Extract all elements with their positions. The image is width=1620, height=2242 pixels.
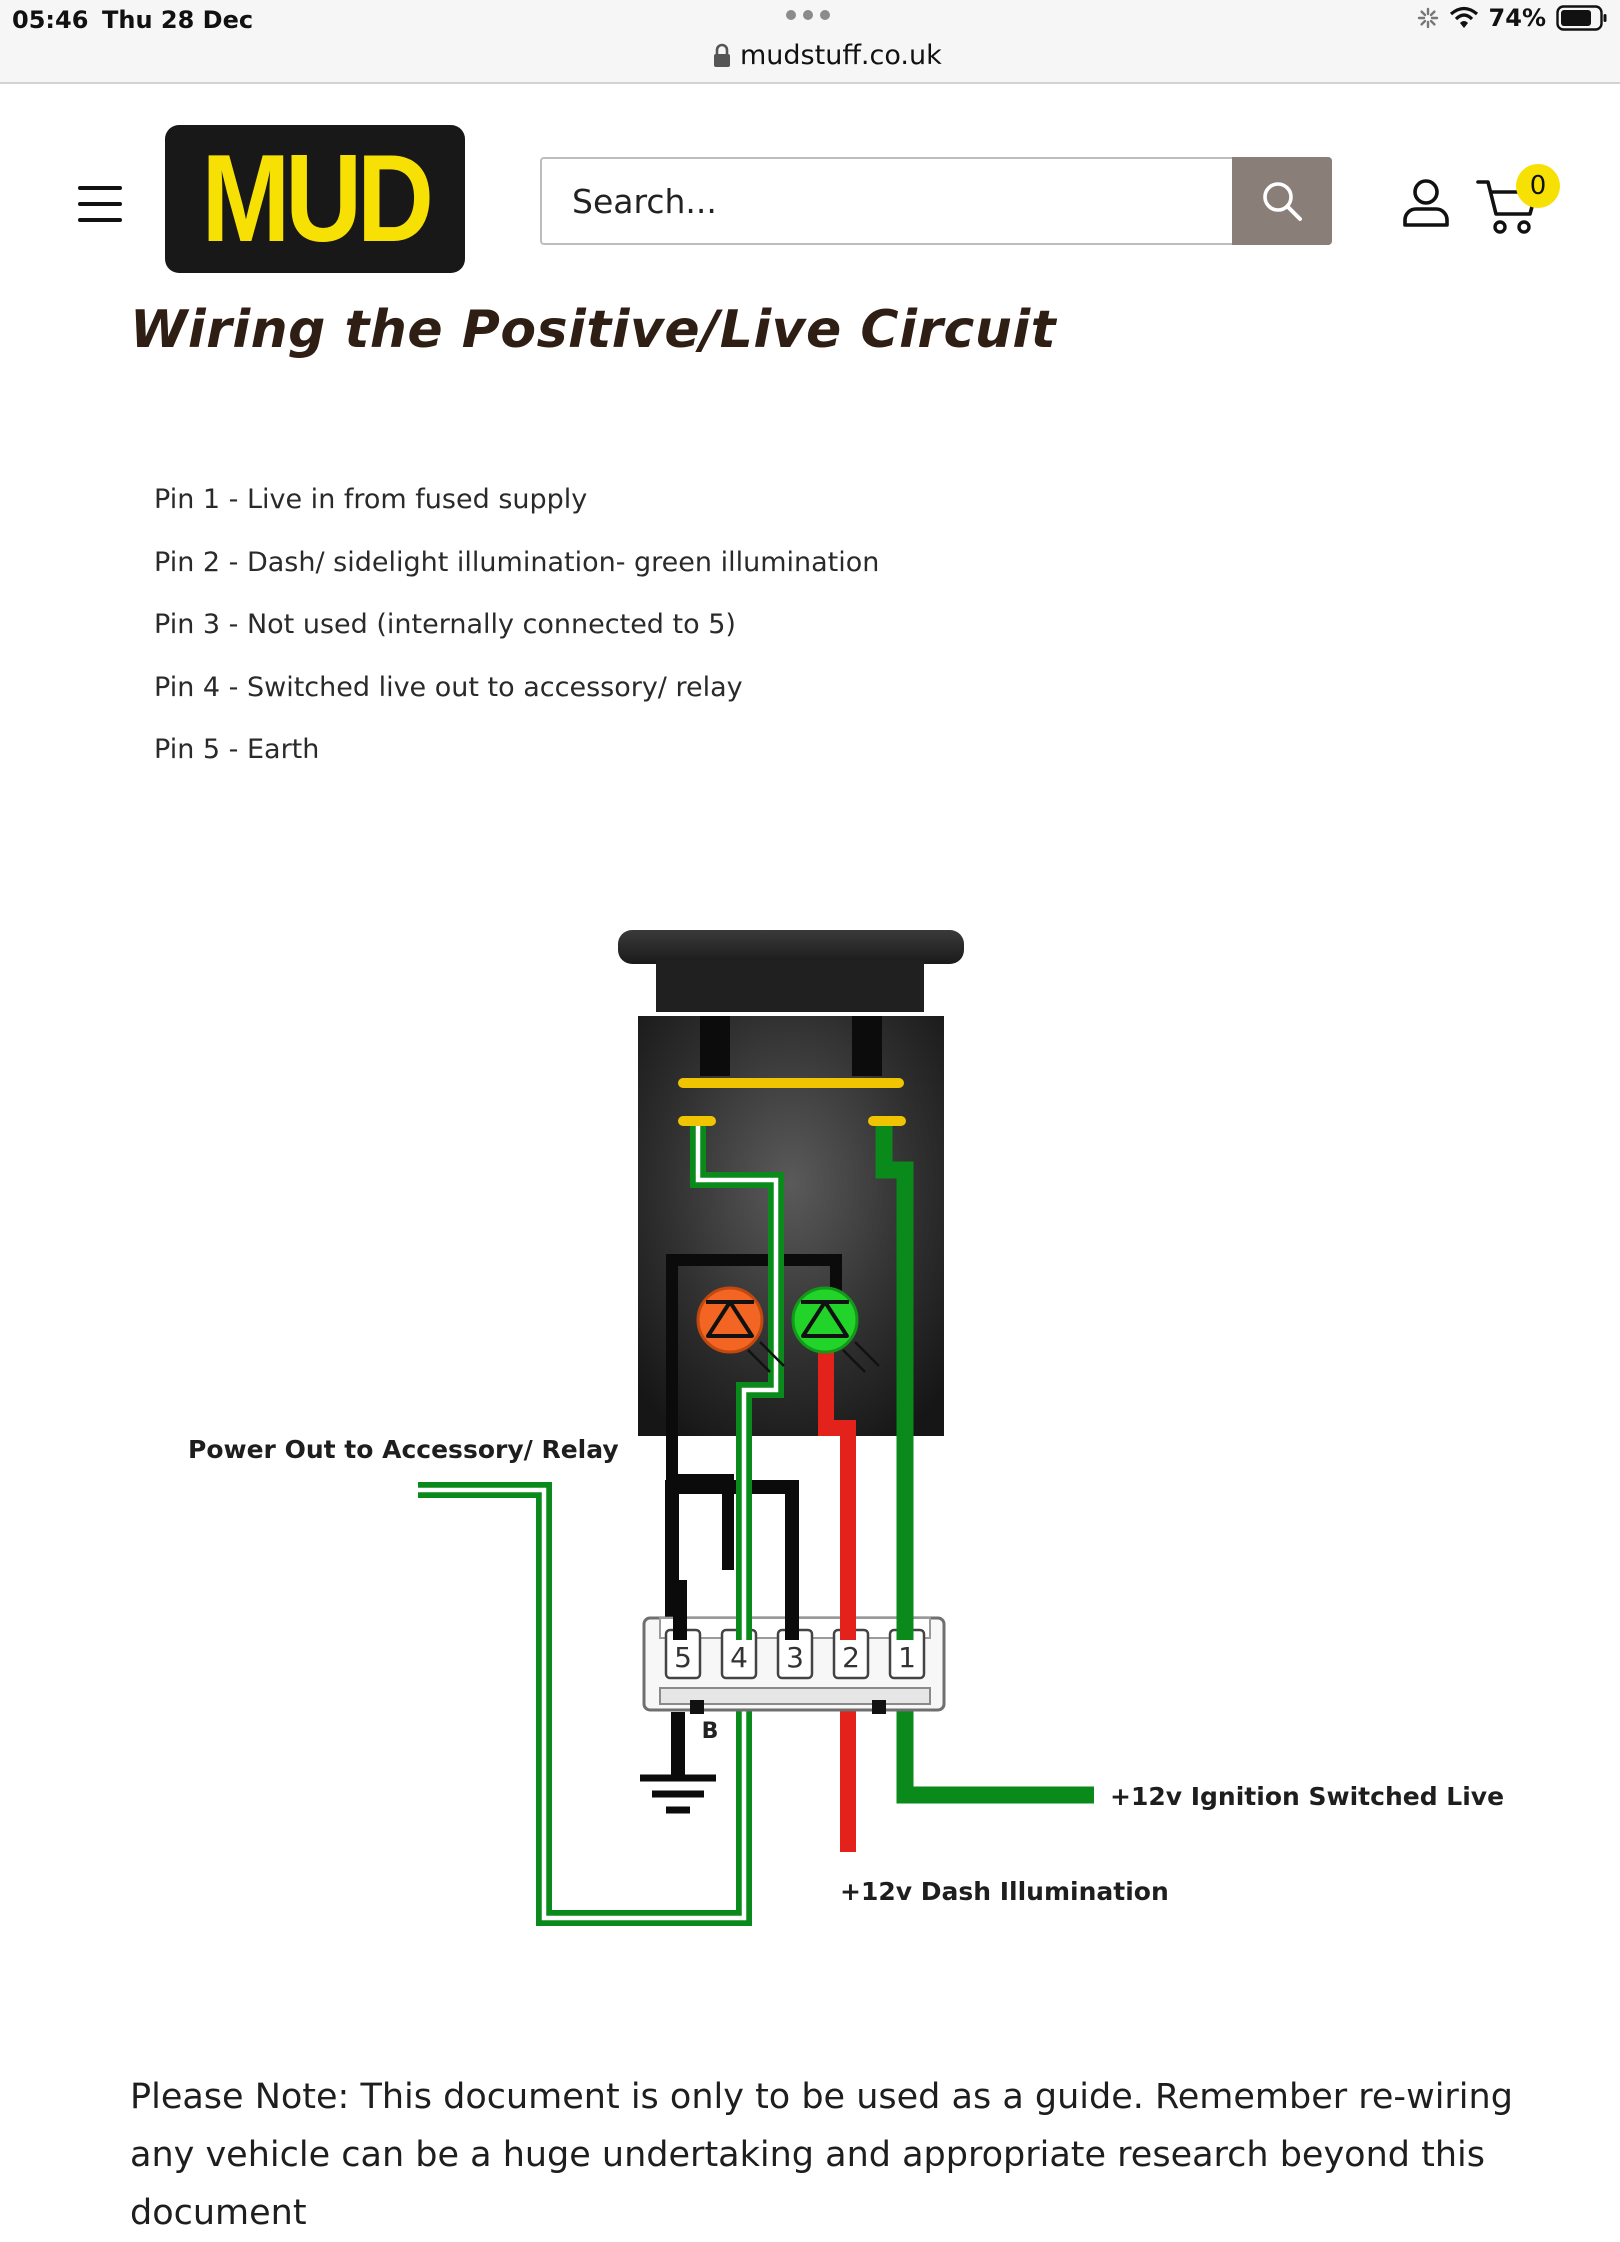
search-box	[540, 157, 1332, 245]
cart-count-badge: 0	[1516, 164, 1560, 208]
search-button[interactable]	[1232, 157, 1332, 245]
address-bar[interactable]: mudstuff.co.uk	[712, 40, 942, 71]
svg-text:2: 2	[842, 1641, 860, 1674]
label-ignition-live: +12v Ignition Switched Live	[1110, 1782, 1504, 1811]
pin-list-item: Pin 5 - Earth	[154, 734, 320, 765]
mud-logo[interactable]: MUD	[165, 125, 465, 273]
label-power-out: Power Out to Accessory/ Relay	[188, 1435, 619, 1464]
status-time: 05:46	[12, 6, 89, 34]
switch-neck	[656, 960, 924, 1012]
status-date: Thu 28 Dec	[102, 6, 254, 34]
pin-list-item: Pin 2 - Dash/ sidelight illumination- gr…	[154, 546, 880, 578]
terminal-3: 3	[776, 1628, 814, 1680]
wifi-icon	[1449, 6, 1478, 28]
disclaimer-note: Please Note: This document is only to be…	[130, 2077, 1513, 2233]
more-dots-icon[interactable]	[786, 10, 830, 20]
contact-bar	[678, 1078, 904, 1088]
ground-label: B	[702, 1719, 719, 1744]
menu-icon[interactable]	[78, 186, 122, 222]
svg-text:4: 4	[730, 1641, 748, 1674]
svg-text:1: 1	[898, 1641, 916, 1674]
wire-ignition-live	[875, 1126, 1094, 1804]
page-title: Wiring the Positive/Live Circuit	[130, 300, 1057, 360]
label-dash-illumination: +12v Dash Illumination	[840, 1877, 1169, 1906]
wiring-diagram: 5 4 3 2 1 B Power Out to Accessory/ Rela…	[188, 930, 1504, 1926]
pin-list-item: Pin 3 - Not used (internally connected t…	[154, 609, 736, 640]
site-header: MUD 0	[0, 84, 1620, 284]
pin-list: Pin 1 - Live in from fused supply Pin 2 …	[154, 480, 879, 793]
svg-text:3: 3	[786, 1641, 804, 1674]
led-orange	[696, 1286, 785, 1373]
battery-percent: 74%	[1488, 4, 1546, 32]
terminal-2: 2	[832, 1628, 870, 1680]
terminal-5: 5	[664, 1628, 702, 1680]
battery-icon	[1556, 5, 1607, 31]
status-indicators: 74%	[1417, 4, 1608, 32]
loading-spinner-icon	[1417, 7, 1438, 29]
svg-text:5: 5	[674, 1641, 692, 1674]
logo-text: MUD	[201, 130, 434, 268]
lock-icon	[714, 43, 730, 67]
account-icon[interactable]	[1400, 176, 1452, 228]
status-bar: 05:46 Thu 28 Dec mudstuff.co.uk 74%	[0, 0, 1620, 84]
terminal-4: 4	[720, 1628, 758, 1680]
search-input[interactable]	[542, 159, 1232, 243]
url-text: mudstuff.co.uk	[740, 40, 942, 71]
pin-list-item: Pin 1 - Live in from fused supply	[154, 484, 588, 515]
search-icon	[1263, 182, 1302, 221]
pin-list-item: Pin 4 - Switched live out to accessory/ …	[154, 671, 743, 703]
led-green	[791, 1286, 880, 1373]
switch-cap	[618, 930, 964, 964]
